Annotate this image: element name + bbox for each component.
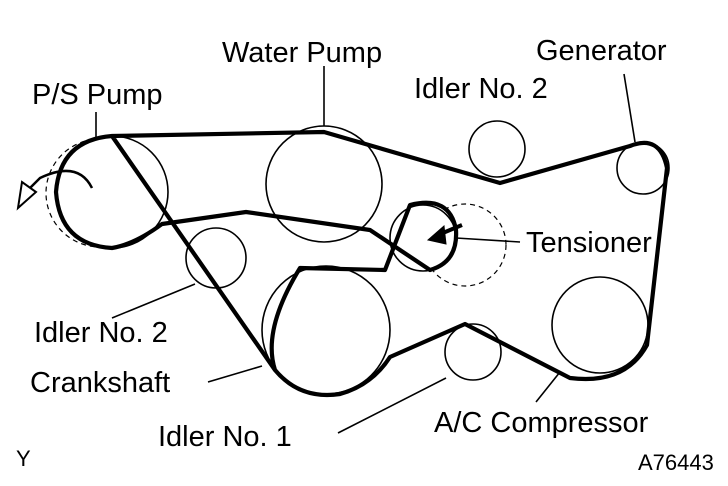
idler-no1-pulley (444, 323, 502, 381)
label-generator: Generator (536, 35, 667, 67)
label-idler-no2-top: Idler No. 2 (414, 73, 548, 105)
leader-idler-no2-left (111, 283, 196, 319)
label-water-pump: Water Pump (222, 37, 382, 69)
corner-letter: Y (16, 446, 31, 471)
leader-ac-compressor (535, 371, 561, 403)
idler-no2-top-pulley (468, 120, 526, 178)
serpentine-belt (53, 129, 670, 397)
figure-code: A76443 (638, 450, 714, 475)
label-ps-pump: P/S Pump (32, 79, 163, 111)
label-tensioner: Tensioner (526, 227, 652, 259)
label-idler-no1: Idler No. 1 (158, 421, 292, 453)
leader-generator (623, 73, 636, 143)
tensioner-arrow-icon (426, 223, 463, 245)
leader-tensioner (455, 237, 521, 243)
label-idler-no2-left: Idler No. 2 (34, 317, 168, 349)
rotation-arrow-icon (16, 169, 94, 211)
label-crankshaft: Crankshaft (30, 367, 170, 399)
ac-compressor-pulley (551, 276, 649, 374)
label-ac-compressor: A/C Compressor (434, 407, 649, 439)
leader-idler-no1 (337, 377, 447, 434)
leader-crankshaft (207, 365, 263, 383)
